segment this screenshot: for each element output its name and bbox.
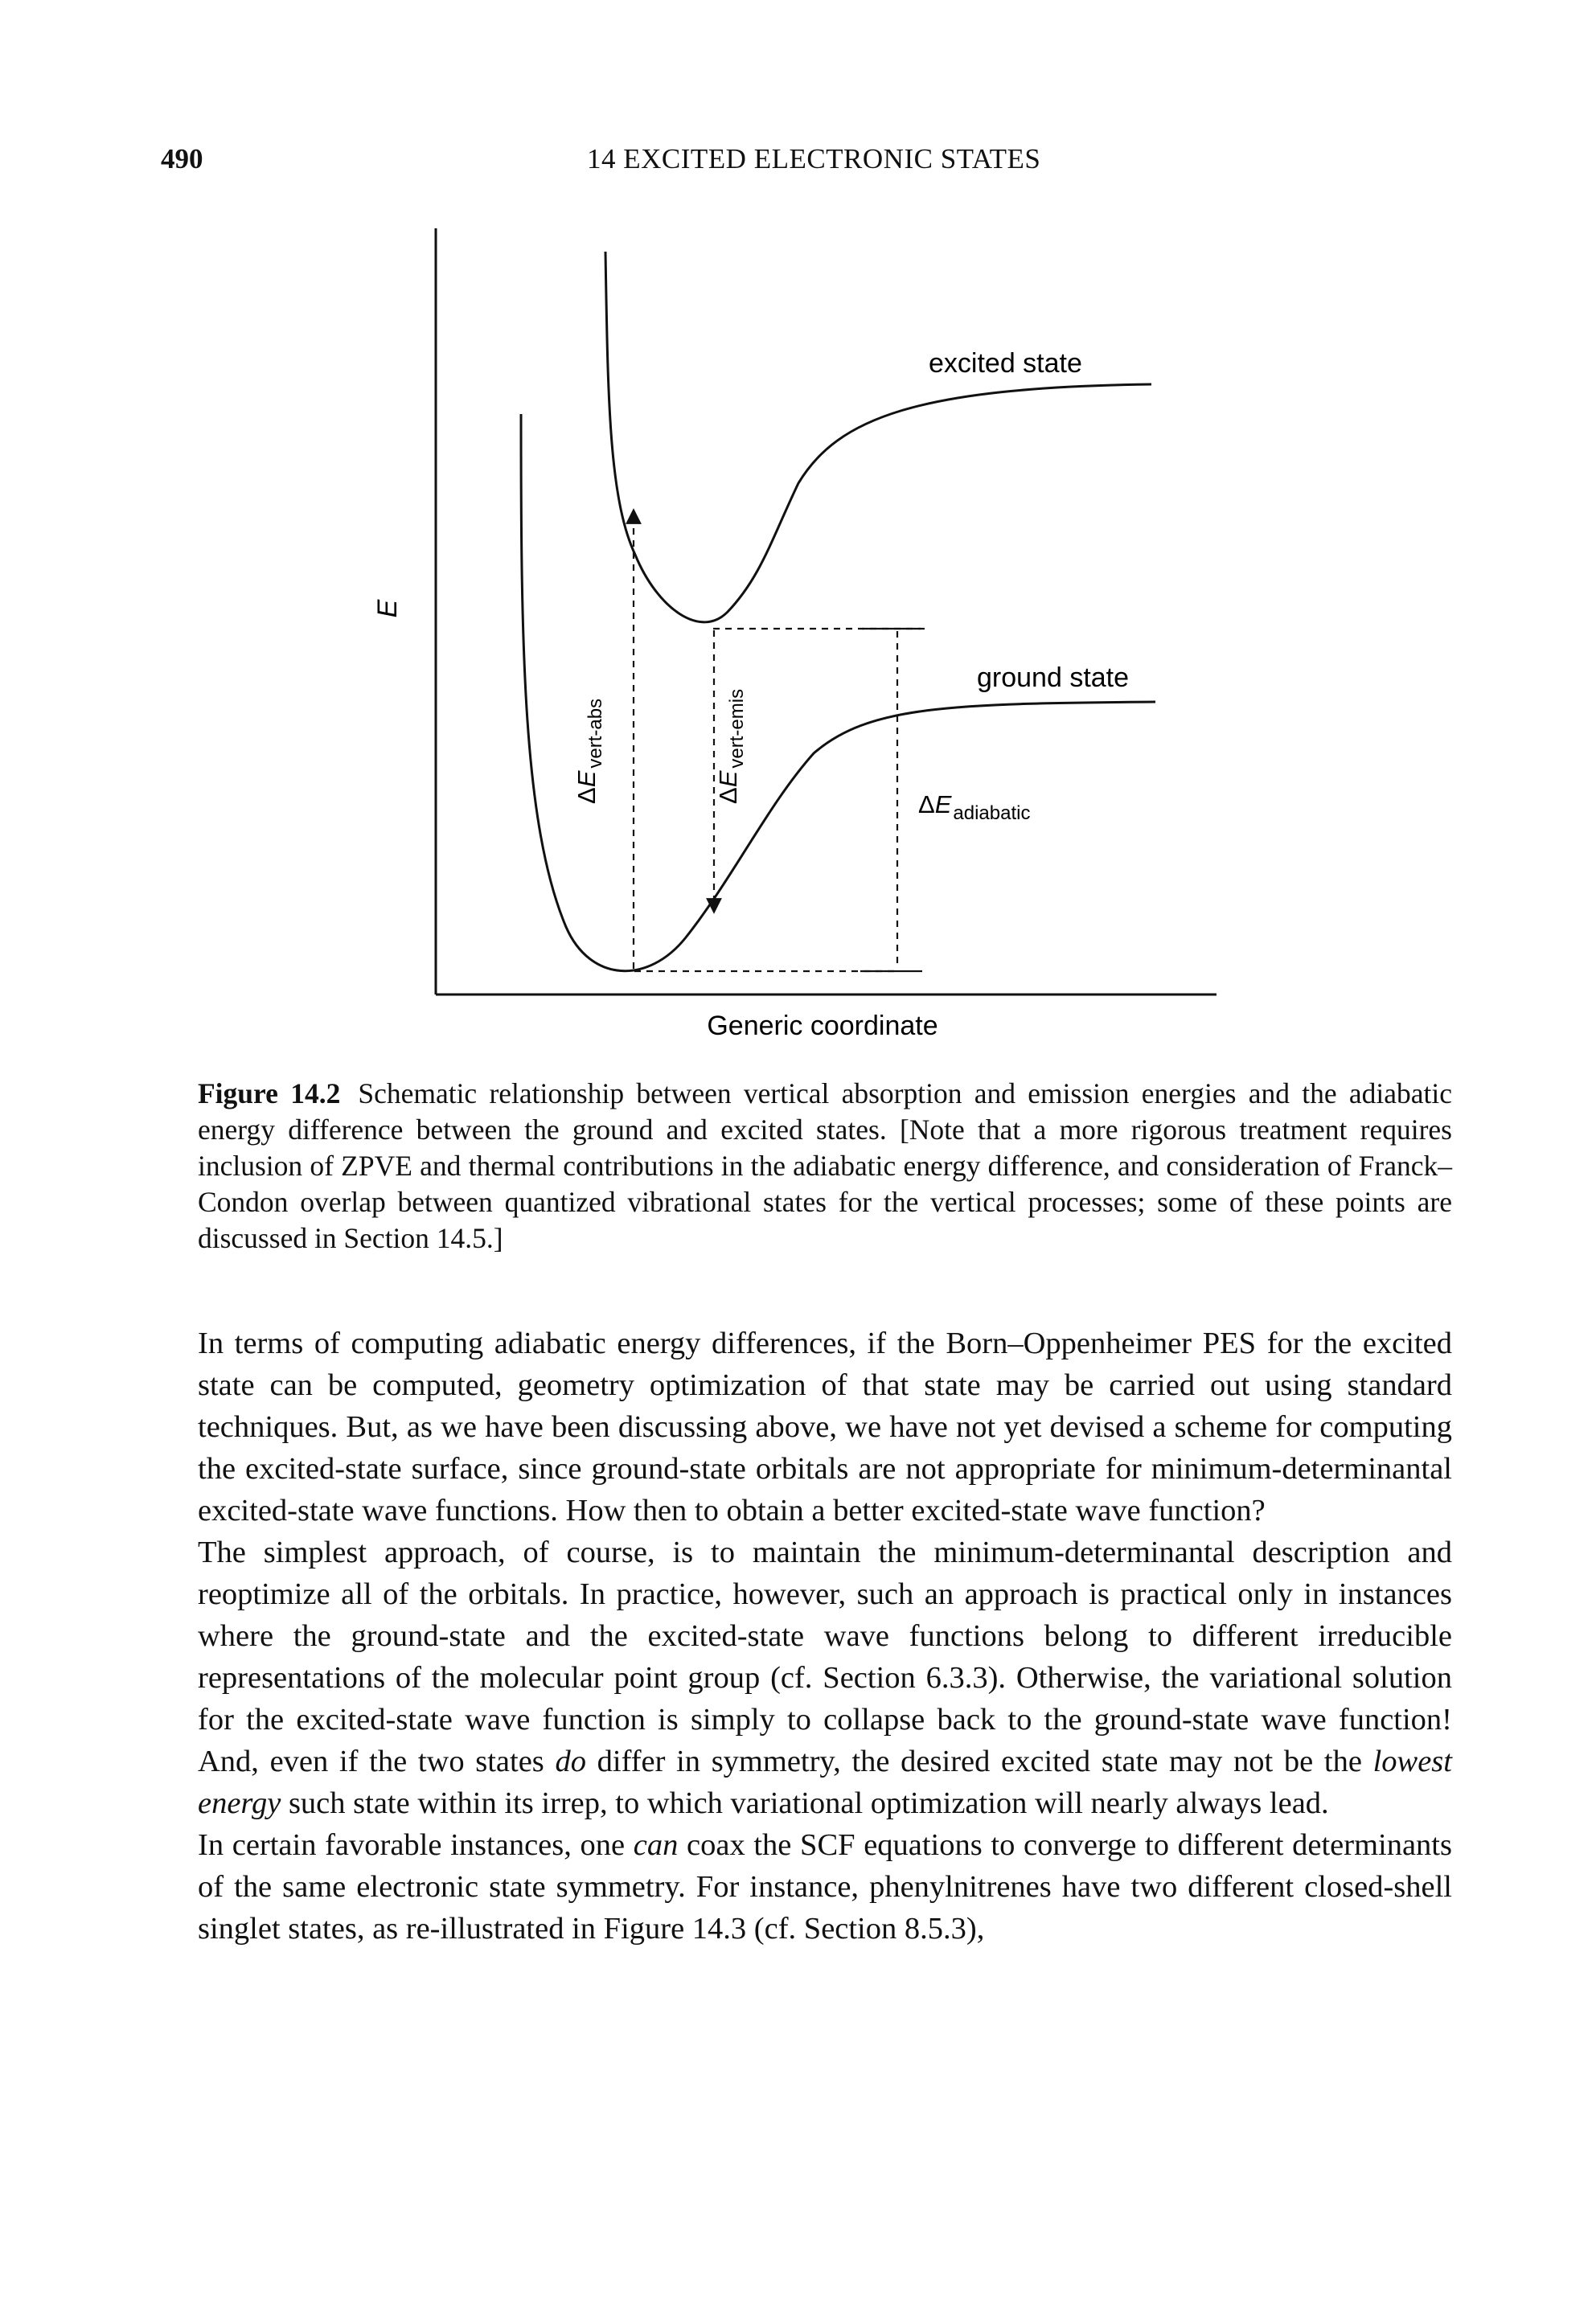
ground-state-label: ground state	[977, 662, 1129, 693]
paragraph-2: The simplest approach, of course, is to …	[198, 1532, 1452, 1824]
paragraph-3-emphasis-can: can	[633, 1828, 679, 1862]
potential-energy-diagram: E Generic coordinate excited state groun…	[372, 228, 1216, 1041]
excited-state-curve	[604, 251, 1152, 624]
paragraph-3-text-part-2: coax the SCF equations to converge to di…	[198, 1828, 1452, 1946]
vertical-emission-label: ΔEvert-emis	[714, 689, 748, 804]
chapter-title: 14 EXCITED ELECTRONIC STATES	[587, 143, 1041, 174]
main-body-text: In terms of computing adiabatic energy d…	[198, 1323, 1452, 1950]
y-axis-label: E	[372, 599, 403, 617]
paragraph-2-emphasis-do: do	[555, 1745, 586, 1778]
excited-state-label: excited state	[929, 348, 1082, 379]
paragraph-2-text-part-1: The simplest approach, of course, is to …	[198, 1536, 1452, 1778]
paragraph-2-text-part-2: differ in symmetry, the desired excited …	[585, 1745, 1373, 1778]
ground-state-curve	[519, 413, 1156, 973]
vertical-absorption-label: ΔEvert-abs	[572, 699, 606, 804]
paragraph-3: In certain favorable instances, one can …	[198, 1824, 1452, 1950]
figure-caption-text: Schematic relationship between vertical …	[198, 1077, 1452, 1254]
adiabatic-difference-label: ΔEadiabatic	[918, 790, 1030, 824]
figure-caption-label: Figure 14.2	[198, 1077, 341, 1109]
paragraph-3-text-part-1: In certain favorable instances, one	[198, 1828, 634, 1862]
x-axis-label: Generic coordinate	[707, 1011, 937, 1041]
paragraph-1: In terms of computing adiabatic energy d…	[198, 1323, 1452, 1532]
figure-14-2: E Generic coordinate excited state groun…	[0, 0, 1596, 1045]
paragraph-1-text: In terms of computing adiabatic energy d…	[198, 1327, 1452, 1528]
page-number: 490	[161, 143, 203, 174]
paragraph-2-emphasis-lowest-energy: lowest energy	[198, 1745, 1452, 1820]
paragraph-2-text-part-3: such state within its irrep, to which va…	[281, 1786, 1329, 1820]
running-head: 490 14 EXCITED ELECTRONIC STATES	[161, 143, 1447, 183]
